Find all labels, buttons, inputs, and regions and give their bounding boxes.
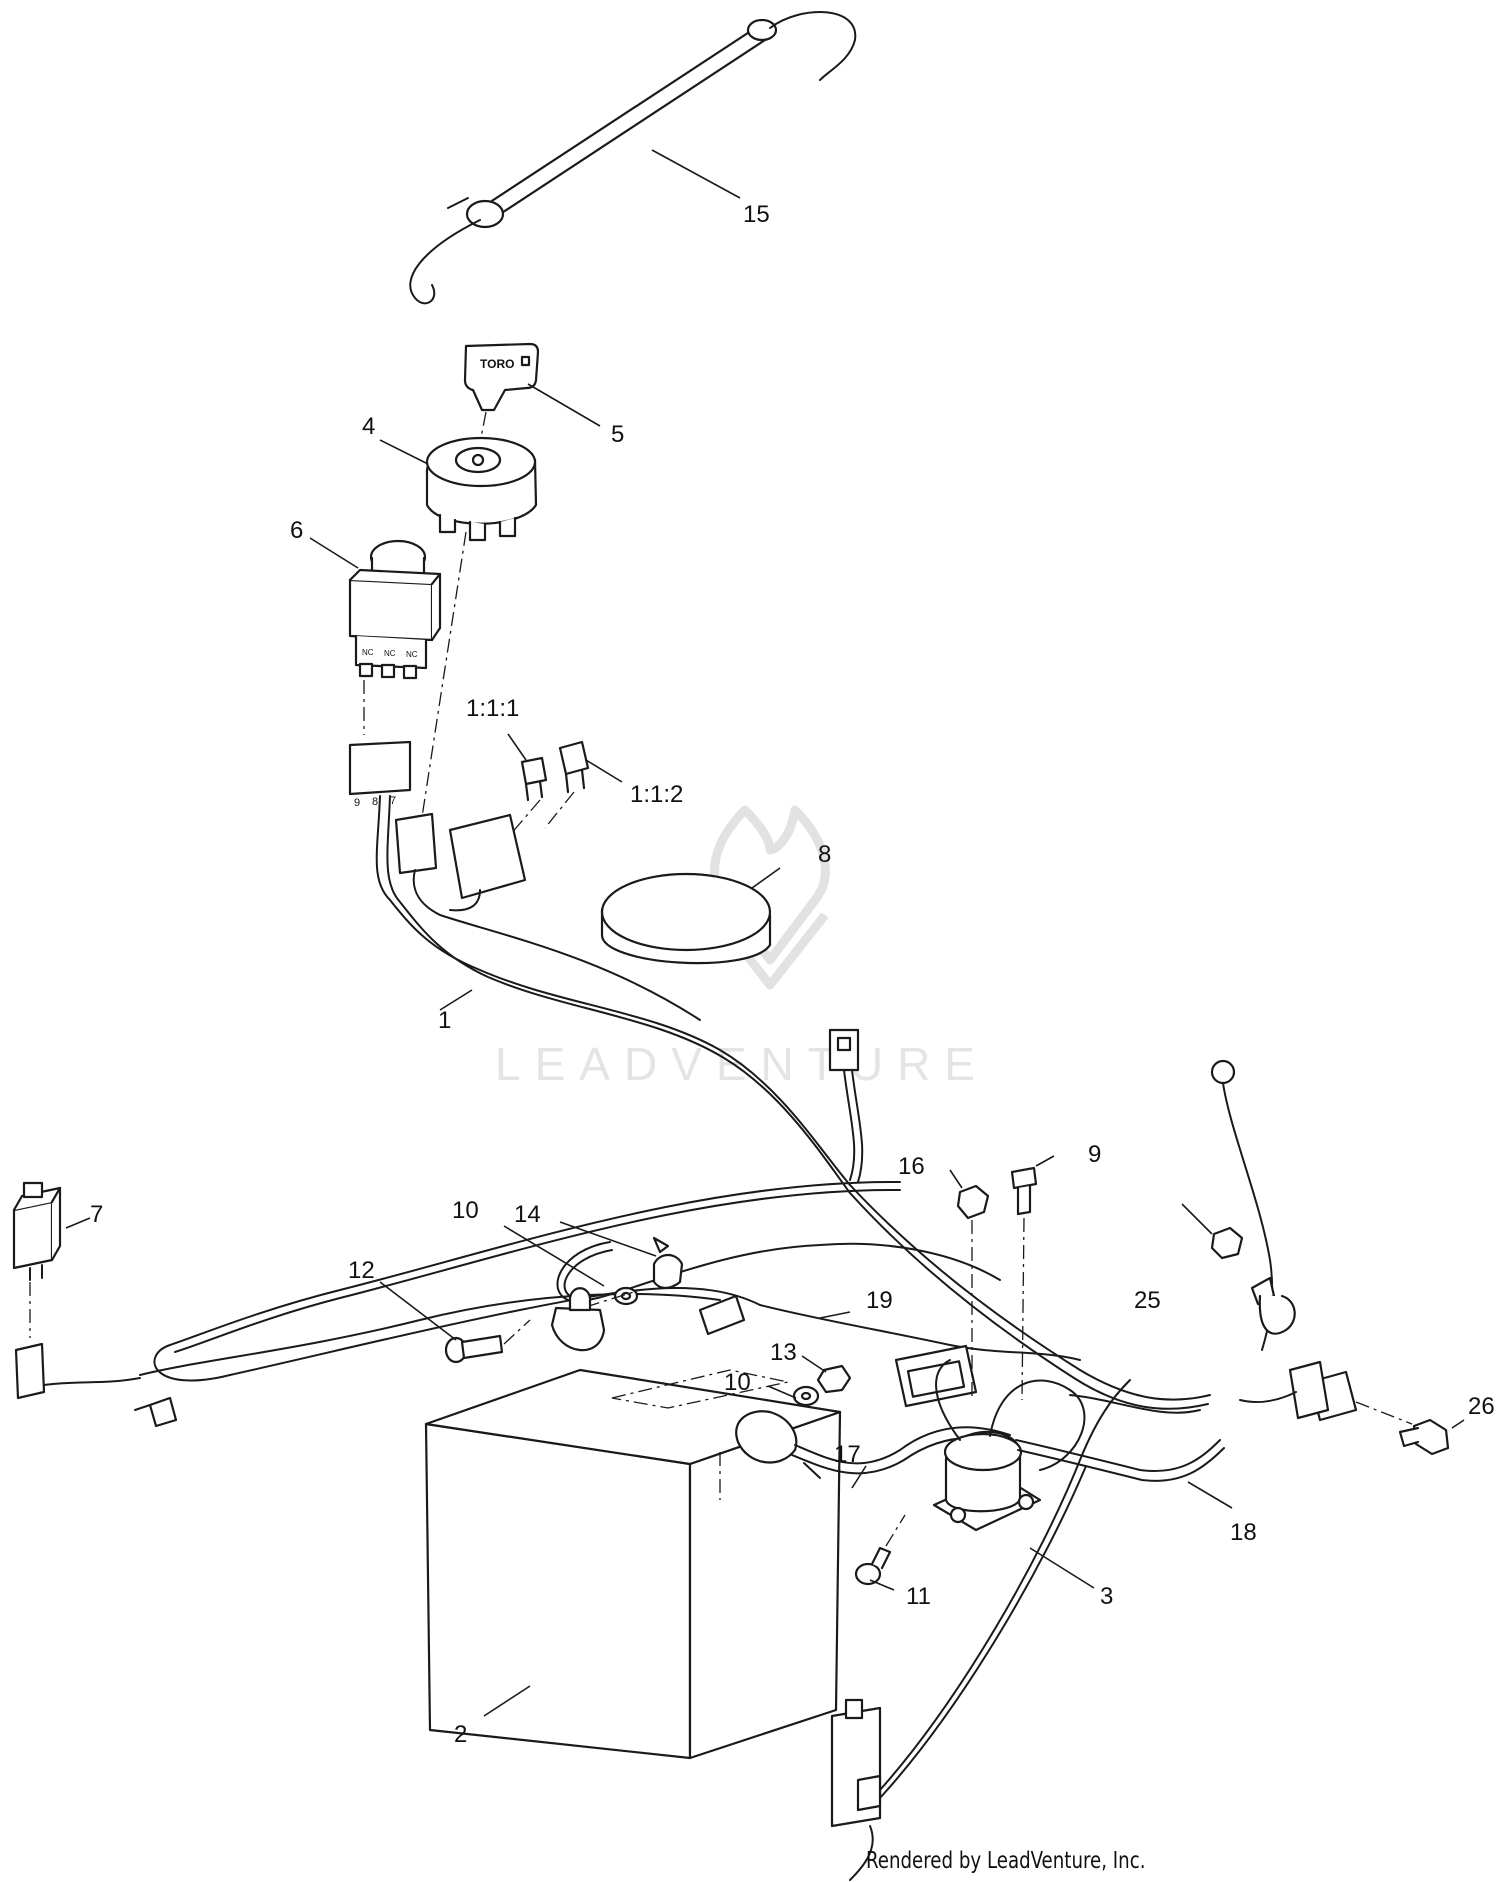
callout-3: 3 [1100,1583,1113,1610]
callout-1-1-1: 1:1:1 [466,695,519,722]
part-10-washer-b [792,1385,820,1407]
part-1-1-1-fuse [520,756,548,802]
battery-hold-down [550,1287,746,1352]
switch-pin-label-2: NC [384,649,396,658]
part-4-ignition-switch [419,436,538,831]
connector-pin-8: 8 [372,796,378,808]
callout-1: 1 [438,1007,451,1034]
callout-6: 6 [290,517,303,544]
callout-7: 7 [90,1201,103,1228]
part-10-washer-a [613,1286,639,1306]
part-25-nut [1210,1226,1244,1260]
part-12-bolt [444,1319,531,1364]
switch-pin-label-1: NC [362,648,374,657]
callout-1-1-2: 1:1:2 [630,781,683,808]
part-15-rubber-strap [409,11,857,305]
callout-18: 18 [1230,1519,1257,1546]
part-17-battery-cable [735,1410,1013,1479]
part-19-harness [139,1180,1081,1382]
callout-17: 17 [834,1441,861,1468]
callout-8: 8 [818,841,831,868]
callout-26: 26 [1468,1393,1495,1420]
ground-cable [1210,1059,1296,1351]
callout-13: 13 [770,1339,797,1366]
callout-16: 16 [898,1153,925,1180]
render-credit: Rendered by LeadVenture, Inc. [866,1848,1146,1874]
part-1-1-2-fuse [558,740,590,794]
part-16-nut [956,1184,990,1400]
callout-11: 11 [906,1583,931,1610]
seat-switch [830,1379,1131,1881]
callout-10-b: 10 [724,1369,751,1396]
terminal-block [1239,1360,1413,1425]
part-18-harness [1015,1394,1225,1482]
callouts: 15 5 4 6 1:1:1 1:1:2 8 1 16 9 7 14 10 12… [90,201,1495,1748]
part-1-wire-harness: 9 8 7 [348,740,1211,1410]
leader-lines [65,149,1465,1717]
callout-15: 15 [743,201,770,228]
part-2-battery [424,1368,842,1760]
connector-pin-9: 9 [354,797,360,809]
part-13-nut [816,1364,852,1394]
part-3-solenoid [932,1359,1086,1532]
callout-12: 12 [348,1257,375,1284]
callout-19: 19 [866,1287,893,1314]
callout-9: 9 [1088,1141,1101,1168]
part-5-key: TORO [463,342,540,459]
part-9-bolt [1010,1166,1038,1401]
callout-10-a: 10 [452,1197,479,1224]
part-11-bolt [854,1514,906,1586]
connector-pin-7: 7 [390,795,396,807]
callout-25: 25 [1134,1287,1161,1314]
key-label: TORO [480,357,514,371]
part-8-cap [600,872,772,965]
part-7-relay [12,1181,178,1428]
callout-2: 2 [454,1721,467,1748]
part-14-wing-nut [652,1236,684,1290]
callout-14: 14 [514,1201,541,1228]
part-6-pto-switch: NC NC NC [348,539,442,735]
part-26-bolt [1398,1418,1450,1456]
callout-5: 5 [611,421,624,448]
callout-4: 4 [362,413,375,440]
switch-pin-label-3: NC [406,650,418,659]
